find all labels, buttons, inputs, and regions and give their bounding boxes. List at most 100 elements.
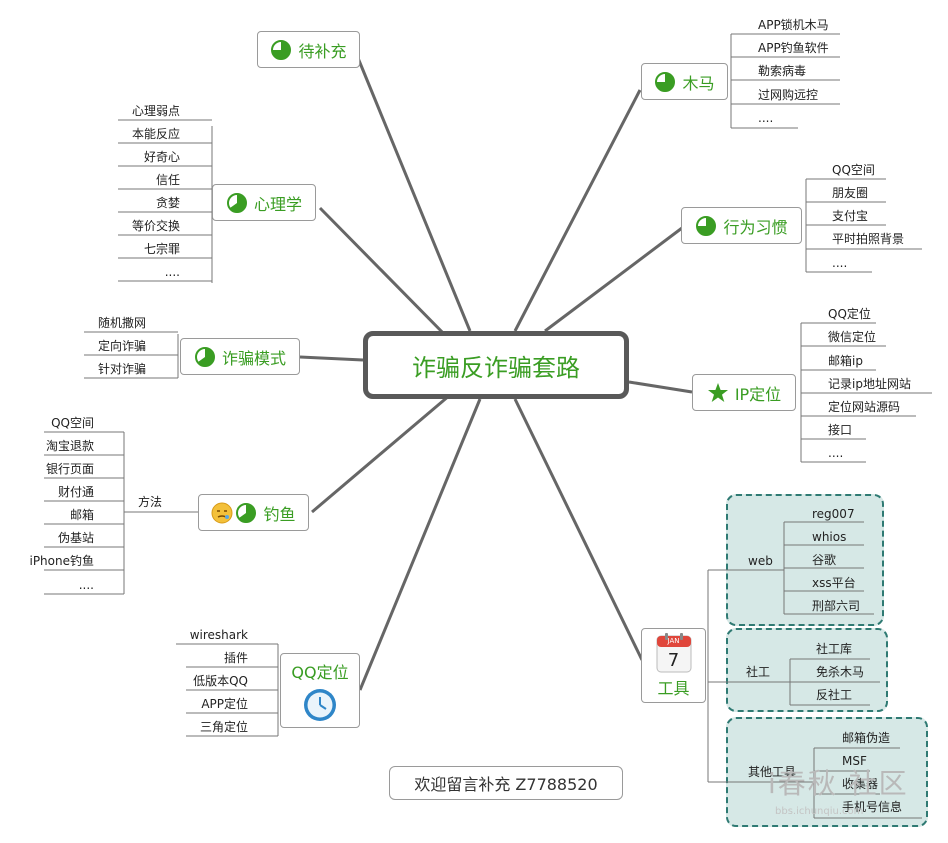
branch-xinlixue[interactable]: 心理学 [212,184,316,221]
branch-daibuchong-label: 待补充 [298,41,347,61]
leaf-diaoyu-1: 淘宝退款 [45,439,94,453]
leaf-xingweixiguan-4: .... [832,256,848,270]
leaf-diaoyu-5: 伪基站 [57,531,94,545]
progress-pie-icon [696,215,717,236]
leaf-gongju-other-2: 收集器 [842,777,879,791]
edge-diaoyu [311,393,451,514]
branch-muma[interactable]: 木马 [641,63,728,100]
branch-zhapianmoshi[interactable]: 诈骗模式 [180,338,300,375]
footer-note[interactable]: 欢迎留言补充 Z7788520 [389,766,623,800]
leaf-ipdingwei-2: 邮箱ip [828,354,863,368]
leaf-muma-3: 过网购远控 [758,88,819,102]
leaf-gongju-shegong-2: 反社工 [816,688,853,702]
leaf-diaoyu-2: 银行页面 [45,462,94,476]
leaf-muma-4: .... [758,111,774,125]
star-icon [707,382,728,402]
calendar-day: 7 [667,649,680,671]
leaf-gongju-other-1: MSF [842,754,867,768]
leaf-xinlixue-7: .... [164,265,180,279]
leaf-xinlixue-0: 心理弱点 [131,104,180,118]
leaf-zhapianmoshi-2: 针对诈骗 [97,362,146,376]
calendar-month: JAN [667,636,680,645]
tool-group-web [726,494,884,626]
leaf-ipdingwei-6: .... [828,446,844,460]
leaf-zhapianmoshi-0: 随机撒网 [97,316,146,330]
leaf-xingweixiguan-2: 支付宝 [832,209,869,223]
clock-icon [304,688,336,721]
leaf-qqdingwei-1: 插件 [223,651,248,665]
branch-gongju[interactable]: JAN 7 工具 [641,628,706,703]
watermark-url: bbs.ichunqiu.com [775,806,864,817]
leaf-gongju-other-0: 邮箱伪造 [842,731,891,745]
branch-diaoyu[interactable]: 钓鱼 [198,494,309,531]
leaf-gongju-web-0: reg007 [812,507,855,521]
leaf-diaoyu-4: 邮箱 [69,508,94,522]
branch-diaoyu-label: 钓鱼 [263,504,296,524]
branch-xingweixiguan-label: 行为习惯 [723,217,788,237]
edge-ipdingwei [628,380,693,394]
leaf-ipdingwei-3: 记录ip地址网站 [828,377,911,391]
watermark-logo: i春秋 社区 [768,762,909,802]
edge-zhapianmoshi [299,355,364,362]
branch-ipdingwei-label: IP定位 [734,384,782,404]
leaf-ipdingwei-1: 微信定位 [828,330,877,344]
footer-text: 欢迎留言补充 Z7788520 [414,775,598,794]
tool-group-shegong [726,628,888,712]
leaf-diaoyu-0: QQ空间 [51,416,94,430]
leaf-gongju-web-4: 刑部六司 [812,599,861,613]
branch-zhapianmoshi-label: 诈骗模式 [221,348,286,368]
leaf-xingweixiguan-1: 朋友圈 [832,186,869,200]
branch-qqdingwei[interactable]: QQ定位 [280,653,360,728]
tool-group-shegong-label: 社工 [746,665,771,679]
progress-pie-icon [226,192,247,213]
leaf-xinlixue-5: 等价交换 [131,219,180,233]
edge-muma [513,89,642,332]
leaf-gongju-shegong-0: 社工库 [816,642,853,656]
progress-pie-icon [194,346,215,367]
progress-pie-icon [271,39,292,60]
leaf-diaoyu-3: 财付通 [57,485,94,499]
leaf-xingweixiguan-3: 平时拍照背景 [832,232,905,246]
leaf-xingweixiguan-0: QQ空间 [832,163,875,177]
leaf-gongju-web-2: 谷歌 [812,553,837,567]
leaf-gongju-other-3: 手机号信息 [842,800,903,814]
leaf-xinlixue-6: 七宗罪 [143,242,180,256]
leaf-zhapianmoshi-1: 定向诈骗 [97,339,146,353]
leaf-qqdingwei-4: 三角定位 [199,720,248,734]
leaf-xinlixue-1: 本能反应 [131,127,180,141]
edge-gongju [513,398,644,661]
progress-pie-icon [655,71,676,92]
leaf-ipdingwei-4: 定位网站源码 [828,400,901,414]
watermark-text: i春秋 社区 [768,767,909,800]
leaf-diaoyu-7: .... [78,578,94,592]
edge-xingweixiguan [544,226,683,333]
leaf-muma-1: APP钓鱼软件 [758,41,829,55]
branch-ipdingwei[interactable]: IP定位 [692,374,796,411]
edge-daibuchong [356,57,472,332]
branch-gongju-label: 工具 [657,678,690,698]
leaf-gongju-web-1: whios [812,530,847,544]
root-title: 诈骗反诈骗套路 [412,353,580,382]
tool-group-other-label: 其他工具 [748,765,797,779]
tool-group-other [726,717,928,827]
leaf-qqdingwei-0: wireshark [189,628,248,642]
leaf-gongju-web-3: xss平台 [812,576,856,590]
leaf-xinlixue-2: 好奇心 [143,150,180,164]
calendar-icon: JAN 7 [656,632,692,673]
face-icon [211,502,233,523]
progress-pie-icon [236,502,257,523]
root-topic[interactable]: 诈骗反诈骗套路 [363,331,629,399]
leaf-muma-2: 勒索病毒 [758,64,807,78]
leaf-muma-0: APP锁机木马 [758,18,829,32]
diaoyu-method-label: 方法 [138,495,163,509]
leaf-qqdingwei-2: 低版本QQ [193,674,248,688]
edge-qqdingwei [358,398,482,691]
leaf-ipdingwei-5: 接口 [828,423,853,437]
leaf-diaoyu-6: iPhone钓鱼 [29,554,94,568]
leaf-ipdingwei-0: QQ定位 [828,307,871,321]
tool-group-web-label: web [748,554,773,568]
branch-xingweixiguan[interactable]: 行为习惯 [681,207,802,244]
branch-daibuchong[interactable]: 待补充 [257,31,360,68]
branch-qqdingwei-label: QQ定位 [291,662,349,682]
leaf-xinlixue-3: 信任 [155,173,180,187]
